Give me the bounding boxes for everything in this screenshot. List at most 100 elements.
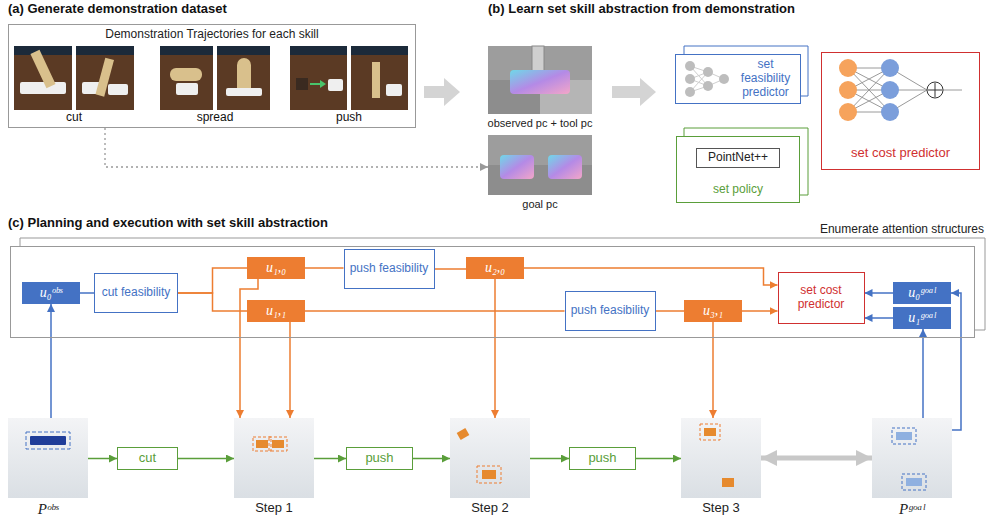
skill-box: push: [346, 447, 413, 471]
demo-photo: [160, 46, 213, 110]
demo-photo: [386, 84, 402, 96]
node-label: push feasibility: [571, 304, 650, 318]
scene-photo: [872, 418, 952, 498]
flow-arrow: [424, 78, 460, 106]
scene-photo: [906, 478, 922, 486]
cost-box: set cost predictor: [778, 272, 865, 324]
skill-box: cut: [117, 447, 178, 471]
network-icon: [685, 61, 729, 97]
frame-heading: Enumerate attention structures: [820, 223, 984, 237]
demo-photo: [296, 78, 308, 90]
network-icon: [881, 59, 899, 77]
demo-photo: [226, 88, 262, 96]
point-cloud-render: [548, 155, 582, 179]
network-icon: [719, 74, 729, 84]
flow-arrow: [612, 78, 656, 106]
demo-photo: [351, 46, 408, 110]
point-cloud-render: [488, 46, 592, 114]
node-label: u₁ᵍᵒᵃˡ: [908, 310, 935, 326]
demo-photo: [328, 79, 343, 91]
network-icon: [881, 59, 899, 121]
network-icon: [685, 61, 729, 97]
node-label: u₁,₀: [266, 260, 286, 276]
scene-photo: [256, 440, 268, 448]
connector: [289, 322, 291, 418]
scene-photo: [30, 436, 66, 445]
node-label: set cost predictor: [851, 146, 950, 161]
connector: [305, 267, 344, 269]
scene-image: Pᵒᵇˢ: [8, 418, 88, 498]
connector: [742, 310, 778, 312]
point-cloud-render: [488, 135, 592, 195]
stacked-frame: [20, 46, 985, 330]
connector: [178, 458, 234, 460]
demo-photo: [372, 62, 380, 98]
node-label: u₁,₁: [266, 303, 286, 319]
network-icon: [839, 103, 857, 121]
demo-photo: [176, 83, 198, 95]
demo-photo: [290, 46, 347, 110]
point-cloud-render: [488, 46, 592, 195]
scene-photo: [681, 418, 761, 498]
network-icon: [703, 67, 713, 77]
node-label: u₃,₁: [703, 303, 723, 319]
module-box: PointNet++: [696, 148, 780, 168]
node-label: u₂,₀: [485, 260, 505, 276]
connector: [178, 268, 247, 293]
scene-photo: [477, 466, 501, 483]
stacked-frame: [20, 238, 985, 330]
network-icon: [848, 68, 962, 112]
scene-photo: [457, 428, 470, 440]
set-variable: u₁ᵍᵒᵃˡ: [893, 307, 951, 329]
scene-photo: [269, 437, 287, 451]
scene-photo: [902, 474, 926, 490]
connector: [951, 293, 961, 430]
demo-photo: [351, 46, 408, 55]
scene-image: Step 1: [234, 418, 314, 498]
connector: [80, 292, 94, 294]
demo-photo: [310, 83, 320, 85]
demo-photo: [20, 82, 66, 94]
scene-photo: [450, 418, 530, 498]
node-label: Demonstration Trajectories for each skil…: [105, 28, 318, 42]
connector: [922, 329, 924, 418]
caption: Pᵒᵇˢ: [38, 501, 59, 518]
network-icon: [685, 74, 695, 84]
scene-photo: [272, 440, 284, 448]
connector: [105, 128, 488, 167]
point-cloud-image: observed pc + tool pc: [488, 46, 592, 114]
scene-photo: [482, 470, 496, 479]
caption: Step 3: [702, 501, 740, 516]
network-icon: [943, 90, 962, 91]
model-box: set feasibility predictor: [675, 54, 801, 104]
network-icon: [881, 81, 899, 99]
demo-photo: [320, 80, 326, 88]
connector: [524, 268, 778, 285]
point-cloud-render: [510, 70, 570, 94]
node-label: u₀ᵍᵒᵃˡ: [908, 285, 935, 301]
node-label: cut: [139, 451, 156, 466]
skill-label: push: [336, 111, 362, 125]
scene-image: Step 2: [450, 418, 530, 498]
node-label: PointNet++: [708, 151, 768, 165]
demo-photo: [76, 46, 134, 55]
scene-photo: [26, 432, 70, 449]
set-variable: u₂,₀: [466, 257, 524, 279]
node-label: cut feasibility: [102, 286, 171, 300]
demo-photo: [160, 46, 213, 55]
connector: [865, 317, 894, 319]
demo-photo: [14, 46, 72, 55]
set-variable: u₁,₀: [247, 257, 305, 279]
model-box: set cost predictor: [821, 52, 980, 170]
scene-photo: [253, 437, 271, 451]
point-cloud-image: goal pc: [488, 135, 592, 195]
caption: Step 1: [255, 501, 293, 516]
skill-box: push: [569, 447, 636, 471]
node-label: set feasibility predictor: [734, 58, 797, 99]
connector: [636, 458, 681, 460]
connector: [178, 293, 247, 311]
network-icon: [685, 87, 695, 97]
scene-photo: [896, 432, 912, 440]
network-icon: [703, 81, 713, 91]
section-title: (c) Planning and execution with set skil…: [8, 216, 328, 231]
